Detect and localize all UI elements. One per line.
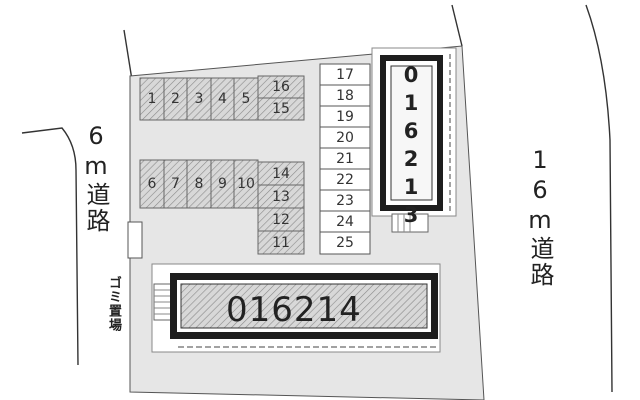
parking-slot-label: 5 [241,91,251,107]
building-north-east [371,47,457,233]
parking-slot-label: 17 [336,67,354,83]
parking-slot-label: 24 [336,214,354,230]
parking-slot-label: 10 [237,176,255,192]
right-road-edge [585,4,613,393]
garbage-area [127,221,143,259]
building-south-label: 016214 [226,290,362,330]
parking-slot-label: 23 [336,193,354,209]
right-road-label: 16m道路 [526,146,554,288]
parking-column-small [257,161,305,255]
boundary-line-north-east [451,4,463,47]
parking-slot-label: 2 [171,91,180,107]
parking-slot-label: 18 [336,88,354,104]
parking-slot-label: 4 [218,91,227,107]
parking-slot-label: 3 [194,91,204,107]
parking-row-middle [139,159,259,209]
left-road-edge [21,127,79,366]
parking-slot-label: 21 [336,151,354,167]
parking-slot-label: 9 [218,176,227,192]
parking-slot-label: 13 [272,189,290,205]
parking-slot-label: 6 [147,176,157,192]
parking-row-top [139,75,305,121]
parking-slot-label: 20 [336,130,354,146]
parking-slot-label: 22 [336,172,354,188]
parking-slot-label: 19 [336,109,354,125]
garbage-area-label: ゴミ置場 [106,276,121,332]
building-north-east-label: 016213 [399,63,423,231]
parking-slot-label: 1 [147,91,157,107]
parking-slot-label: 8 [194,176,204,192]
parking-slot-label: 12 [272,212,290,228]
building-south [151,263,441,353]
parking-slot-label: 15 [272,101,290,117]
boundary-line-north-west [123,29,133,81]
parking-slot-label: 11 [272,235,290,251]
parking-column-east [319,63,371,255]
parking-slot-label: 25 [336,235,354,251]
parking-slot-label: 14 [272,166,290,182]
left-road-label: 6m道路 [82,122,110,234]
parking-slot-label: 7 [171,176,180,192]
parking-slot-label: 16 [272,79,290,95]
